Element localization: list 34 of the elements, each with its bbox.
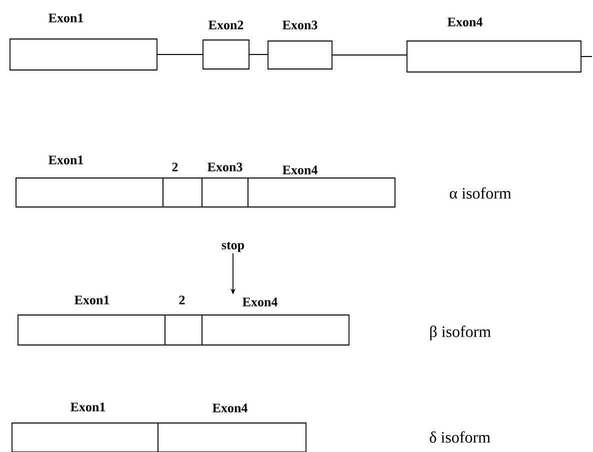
- node-label: 2: [179, 296, 185, 304]
- node-label: Exon4: [282, 166, 318, 174]
- intron-line: [248, 54, 268, 55]
- intron-line: [580, 56, 592, 57]
- exon-box: 2: [164, 296, 202, 346]
- exon-box: Exon3: [268, 20, 332, 70]
- node-label: Exon1: [70, 402, 106, 412]
- exon-box: Exon1: [10, 14, 158, 70]
- exon-box: Exon4: [202, 298, 350, 346]
- stop-label: stop: [222, 242, 244, 252]
- exon-box: Exon2: [202, 20, 250, 70]
- node-label: Exon1: [48, 14, 84, 22]
- node-label: Exon4: [242, 298, 278, 306]
- exon-box: Exon1: [12, 402, 158, 452]
- exon-box: Exon1: [18, 296, 166, 346]
- exon-box: Exon4: [406, 18, 582, 72]
- exon-box: 2: [162, 162, 202, 208]
- intron-line: [156, 54, 204, 55]
- node-label: Exon1: [74, 296, 110, 304]
- exon-box: Exon1: [16, 156, 164, 208]
- node-label: Exon1: [48, 156, 84, 164]
- node-label: 2: [172, 162, 178, 172]
- node-label: Exon3: [208, 162, 242, 172]
- isoform-label: δ isoform: [430, 431, 490, 443]
- node-label: Exon2: [208, 20, 244, 30]
- isoform-label: α isoform: [450, 187, 512, 199]
- exon-box: Exon4: [158, 404, 306, 452]
- node-label: Exon3: [282, 20, 318, 30]
- intron-line: [332, 54, 408, 56]
- node-label: Exon4: [448, 18, 482, 26]
- node-label: Exon4: [212, 404, 248, 412]
- isoform-label: β isoform: [430, 326, 491, 340]
- exon-box: Exon4: [248, 166, 396, 208]
- exon-box: Exon3: [202, 162, 248, 208]
